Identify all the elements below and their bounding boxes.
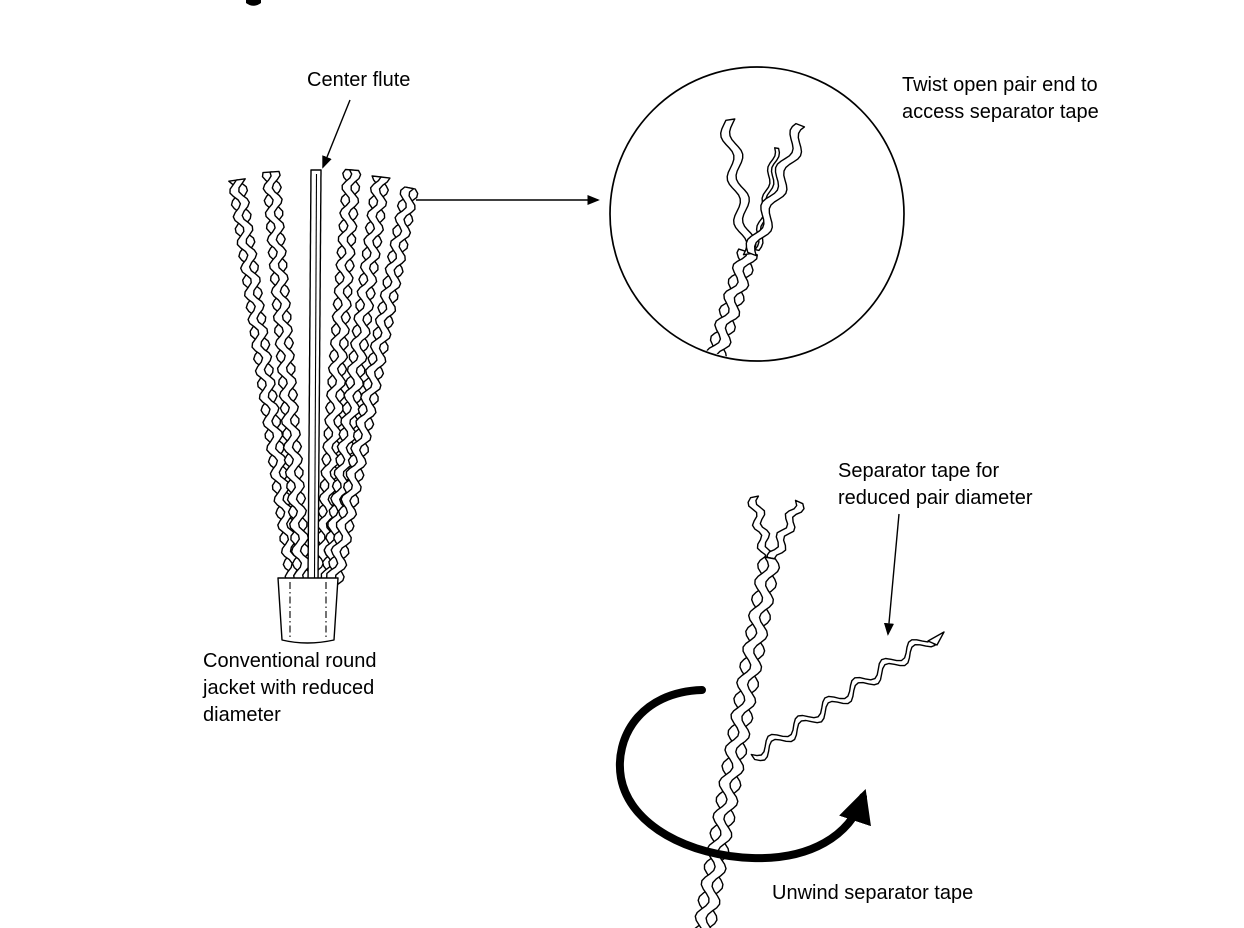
cable-fan-figure	[228, 168, 419, 585]
pair-end-strand	[766, 499, 805, 565]
twist-open-label: Twist open pair end to access separator …	[902, 74, 1099, 123]
cable-jacket	[277, 577, 339, 644]
unwind-label: Unwind separator tape	[772, 882, 974, 904]
twisted-pair	[326, 186, 416, 585]
separator-tape-arrow	[883, 513, 900, 636]
twisted-pair	[229, 178, 302, 585]
unwind-figure	[694, 495, 945, 928]
center-flute	[307, 169, 322, 584]
magnified-pair-figure	[705, 118, 806, 360]
opened-strand-right	[745, 122, 806, 257]
magnifier-circle	[609, 66, 905, 362]
unwound-twisted-pair	[694, 556, 781, 928]
center-flute-label: Center flute	[307, 69, 411, 91]
twisted-pair	[313, 169, 362, 584]
separator-tape-label: Separator tape for reduced pair diameter	[838, 460, 1033, 509]
center-flute-crease	[313, 173, 318, 579]
jacket-label: Conventional round jacket with reduced d…	[203, 650, 377, 726]
separator-tape-tip	[927, 631, 945, 646]
center-flute-arrow	[322, 99, 351, 169]
opened-strand-left	[720, 118, 757, 256]
cropped-title-fragment	[246, 0, 261, 6]
separator-tape	[750, 639, 936, 762]
pair-end-strand	[747, 495, 775, 564]
twisted-pair	[320, 176, 391, 585]
twisted-pair	[262, 170, 312, 584]
unwind-direction-arrow	[615, 686, 871, 863]
